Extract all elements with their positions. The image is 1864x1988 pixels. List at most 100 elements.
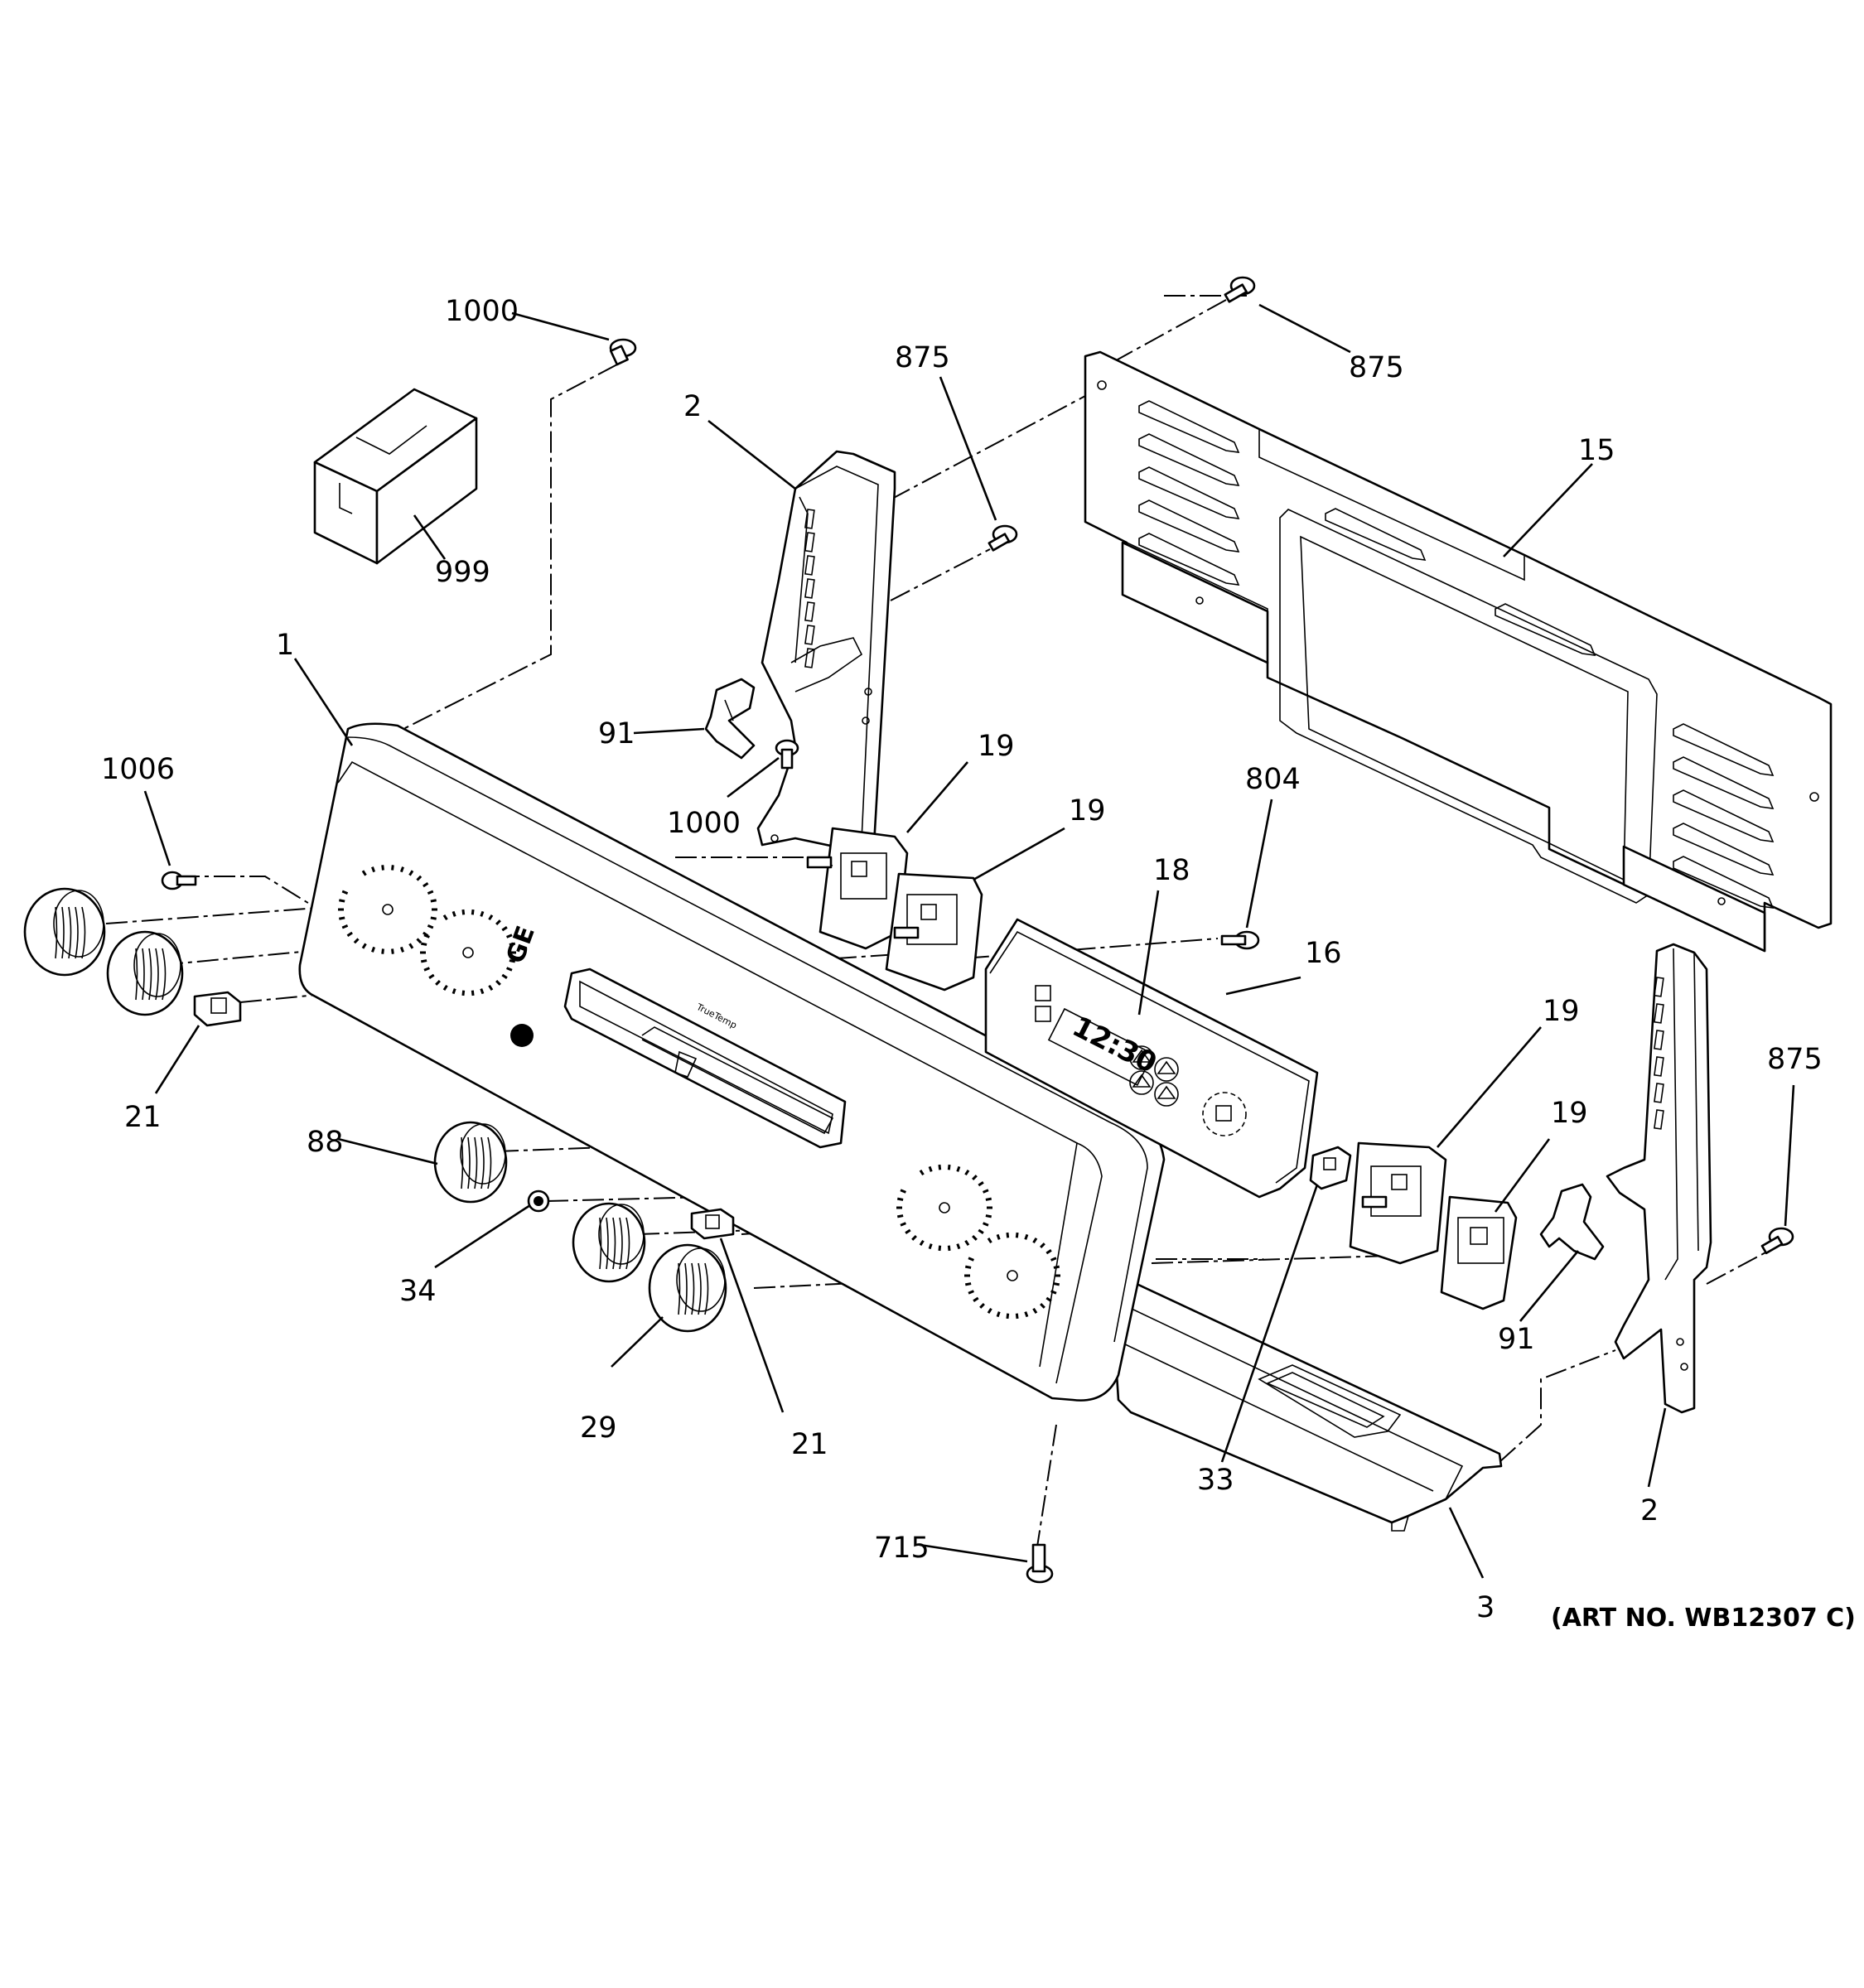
vent-slot — [1325, 508, 1427, 561]
dial-mark — [987, 1237, 992, 1244]
part-16-control-board: 12:30 — [984, 918, 1319, 1199]
dial-mark — [391, 948, 394, 954]
dial-mark — [381, 948, 384, 954]
callout-875-bracket: 875 — [895, 341, 950, 374]
callout-16: 16 — [1305, 937, 1342, 970]
dial-mark — [408, 943, 414, 949]
screws — [161, 276, 1794, 1584]
bracket-slot — [1654, 1056, 1664, 1077]
vent-slot — [1673, 723, 1775, 776]
dial-mark — [495, 919, 501, 925]
bracket-slot — [1654, 1030, 1664, 1050]
touch-pad — [1154, 1082, 1179, 1107]
screw-1000-bracket — [775, 739, 799, 770]
dial-mark — [928, 1165, 933, 1172]
bracket-slot — [804, 625, 815, 645]
dial-mark — [427, 890, 434, 895]
part-91-clip-lower — [1539, 1183, 1605, 1261]
dial-mark — [452, 910, 456, 917]
arrow-button-icon — [1157, 1060, 1176, 1074]
dial-mark — [480, 910, 485, 917]
knob-ridge — [698, 1262, 702, 1315]
dial-mark — [1032, 1237, 1038, 1244]
dial-mark — [506, 967, 513, 972]
callout-875-right: 875 — [1767, 1043, 1823, 1076]
dial-shaft — [462, 947, 474, 958]
callout-2-right: 2 — [1640, 1494, 1659, 1527]
dial-mark — [399, 946, 404, 953]
dial-mark — [1040, 1242, 1045, 1248]
dial-mark — [983, 1189, 989, 1194]
dial-mark — [964, 1169, 970, 1176]
callout-91-upper: 91 — [598, 717, 635, 750]
dial-mark — [978, 1228, 984, 1234]
callout-34: 34 — [399, 1275, 437, 1308]
knob-ridge — [606, 1217, 609, 1270]
dial-mark — [1006, 1232, 1010, 1238]
dial-mark — [471, 909, 475, 915]
touch-pad — [1129, 1070, 1154, 1095]
callout-715: 715 — [874, 1532, 930, 1565]
dial-shaft — [1007, 1270, 1018, 1281]
dial-mark — [501, 973, 508, 979]
dial-mark — [1050, 1257, 1057, 1262]
callout-3: 3 — [1476, 1591, 1495, 1624]
vent-slot — [1673, 756, 1775, 809]
knob-ridge — [678, 1262, 681, 1315]
dial-mark — [972, 1175, 978, 1180]
part-999-box — [313, 388, 478, 565]
dial-mark — [911, 1235, 917, 1241]
dial-mark — [919, 1169, 925, 1176]
callout-18: 18 — [1153, 854, 1190, 887]
dial-mark — [442, 984, 448, 992]
dial-mark — [1032, 1307, 1038, 1315]
knob-ridge — [55, 906, 58, 959]
dial-mark — [361, 943, 367, 949]
callout-999: 999 — [435, 556, 490, 589]
callout-1006: 1006 — [101, 753, 175, 786]
knob-88-center — [433, 1121, 508, 1204]
dial-mark — [972, 1235, 978, 1241]
dial-mark — [956, 1165, 961, 1172]
dial-mark — [428, 973, 435, 979]
arrow-button-icon — [1157, 1085, 1176, 1099]
part-33-switch — [1309, 1146, 1352, 1190]
screw-804 — [1220, 930, 1260, 950]
dial-mark — [423, 934, 430, 939]
dial-mark — [968, 1290, 974, 1295]
knob-88-lower — [572, 1202, 646, 1283]
callout-1000-bracket: 1000 — [667, 807, 741, 840]
dial-shaft — [382, 904, 394, 915]
callout-804: 804 — [1245, 763, 1301, 796]
bracket-slot — [1654, 1083, 1664, 1103]
dial-mark — [1045, 1296, 1052, 1302]
art-number: (ART NO. WB12307 C) — [1551, 1604, 1856, 1633]
screw-1006 — [161, 871, 197, 890]
switch-19-lower-right — [1440, 1195, 1518, 1310]
vent-slot — [1673, 856, 1775, 909]
bracket-slot — [1654, 1109, 1664, 1130]
dial-mark — [964, 1282, 972, 1286]
callout-19-lower-right: 19 — [1551, 1097, 1588, 1130]
callout-29: 29 — [580, 1411, 617, 1445]
arrow-button-icon — [1132, 1049, 1152, 1063]
dial-mark — [361, 870, 367, 876]
switch-19-lower-left — [1349, 1141, 1447, 1265]
dial-mark — [1006, 1313, 1010, 1320]
dial-mark — [371, 946, 376, 953]
vent-slot — [1138, 533, 1240, 586]
knob-ridge — [599, 1217, 602, 1270]
callout-875-top: 875 — [1349, 351, 1404, 384]
touch-pad — [1154, 1057, 1179, 1082]
dial-mark — [430, 916, 437, 920]
dial-mark — [416, 938, 423, 944]
dial-mark — [341, 890, 349, 895]
small-parts — [193, 678, 1605, 1261]
callout-21-left: 21 — [124, 1101, 162, 1134]
dial-mark — [488, 984, 494, 992]
callout-33: 33 — [1197, 1464, 1234, 1497]
dial-mark — [979, 1303, 985, 1309]
dial-mark — [1045, 1249, 1052, 1255]
callout-21-lower: 21 — [791, 1428, 828, 1461]
knob-29 — [648, 1243, 727, 1333]
